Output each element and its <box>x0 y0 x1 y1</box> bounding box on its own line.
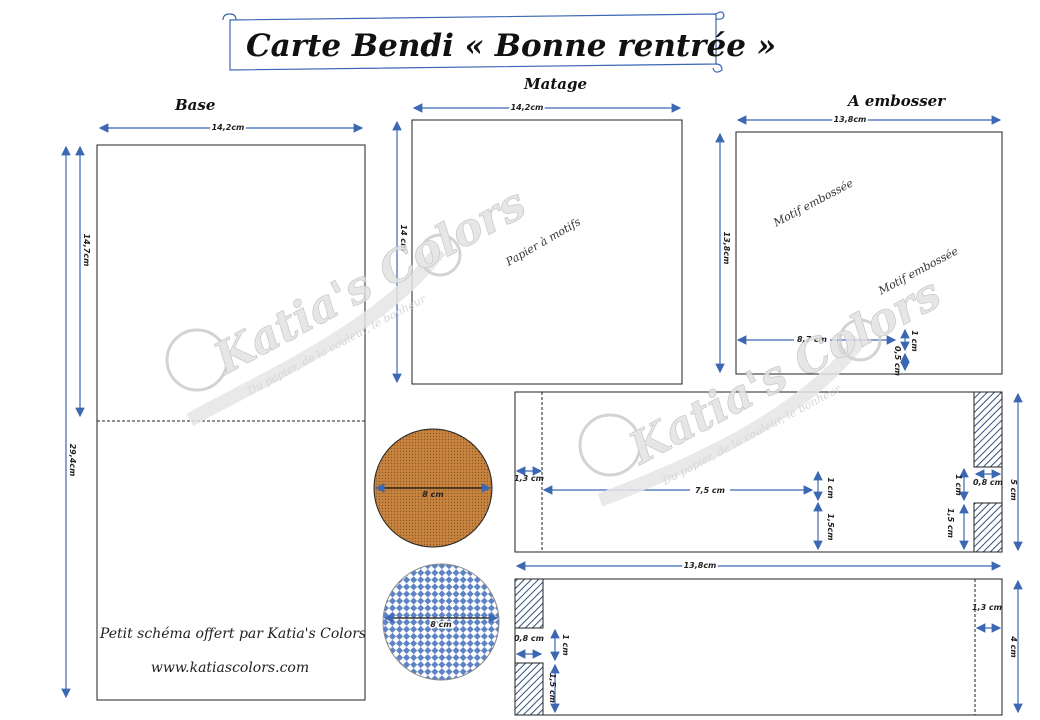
page-title: Carte Bendi « Bonne rentrée » <box>246 28 776 64</box>
matting-height-label: 14 cm <box>399 225 408 252</box>
strip2-15-label: 1,5 cm <box>548 673 557 703</box>
section-label-base: Base <box>174 96 215 114</box>
strip1-15-label: 1,5cm <box>826 513 835 540</box>
base-width-label: 14,2cm <box>212 123 245 132</box>
credit-text: Petit schéma offert par Katia's Colors <box>99 626 366 642</box>
strip1-1cm-label: 1 cm <box>826 477 835 498</box>
strip2-margin-label: 1,3 cm <box>972 603 1002 612</box>
strip1-right-15-label: 1,5 cm <box>946 508 955 538</box>
base-height-label: 29,4cm <box>68 444 77 477</box>
strip1-right-1cm-label: 1 cm <box>954 474 963 495</box>
strip2-08-label: 0,8 cm <box>514 634 544 643</box>
emboss-panel: 13,8cm 13,8cm Motif embossée Motif embos… <box>715 113 1003 376</box>
section-label-emboss: A embosser <box>846 92 946 110</box>
emboss-05-label: 0,5 cm <box>893 346 902 376</box>
strip2-1cm-label: 1 cm <box>561 634 570 655</box>
emboss-1cm-label: 1 cm <box>910 330 919 351</box>
strip1-right-08-label: 0,8 cm <box>973 478 1003 487</box>
blue-circle: 8 cm <box>382 563 500 681</box>
orange-circle-label: 8 cm <box>422 490 443 499</box>
strip2-height-label: 4 cm <box>1009 635 1018 657</box>
emboss-width-label: 13,8cm <box>834 115 867 124</box>
base-card: 14,2cm 14,7cm 29,4cm Petit schéma offert… <box>61 121 366 701</box>
strip-width-label: 13,8cm <box>684 561 717 570</box>
strip1-length-label: 7,5 cm <box>695 486 725 495</box>
matting-width-label: 14,2cm <box>511 103 544 112</box>
title-banner: Carte Bendi « Bonne rentrée » <box>222 11 776 73</box>
base-fold-label: 14,7cm <box>82 234 91 267</box>
matting-panel: 14,2cm 14 cm Papier à motifs <box>392 101 683 385</box>
section-label-matting: Matage <box>523 75 587 93</box>
emboss-offset-label: 8,7 cm <box>797 335 827 344</box>
strip-bottom: 1,3 cm 0,8 cm 1 cm 1,5 cm 4 cm <box>514 578 1023 716</box>
emboss-height-label: 13,8cm <box>722 232 731 265</box>
strip1-height-label: 5 cm <box>1009 479 1018 500</box>
blue-circle-label: 8 cm <box>430 620 451 629</box>
orange-circle: 8 cm <box>373 428 493 548</box>
credit-url: www.katiascolors.com <box>151 660 309 676</box>
strip1-margin-label: 1,3 cm <box>514 474 544 483</box>
